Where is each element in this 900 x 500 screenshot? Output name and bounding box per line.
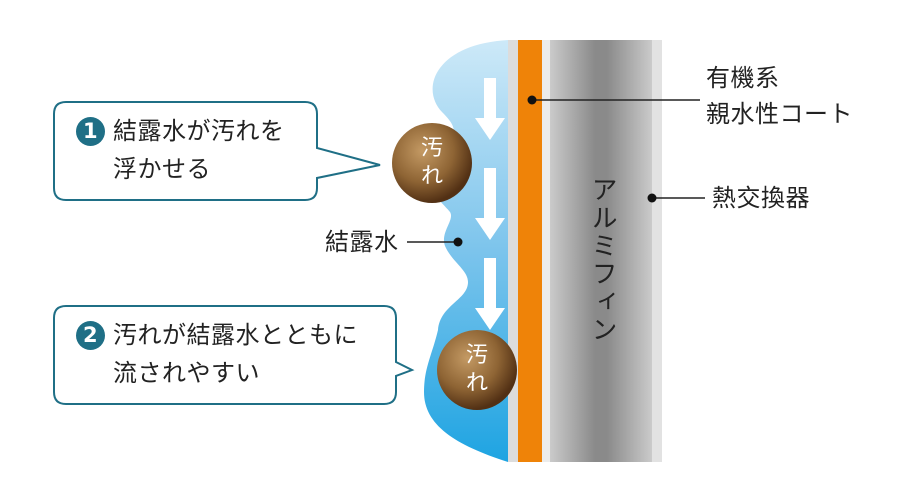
leader-dot-icon	[527, 95, 537, 105]
callout-2-line2: 流されやすい	[113, 359, 260, 387]
heat-exchanger-label: 熱交換器	[712, 184, 810, 212]
down-arrow-icon	[475, 258, 505, 330]
callout-2-text: 2 汚れが結露水とともに 流されやすい	[76, 316, 358, 392]
dirt-label-2: 汚れ	[465, 343, 488, 396]
callout-1-line2: 浮かせる	[113, 155, 211, 183]
fin-gap	[542, 40, 550, 462]
fin-edge-right	[652, 40, 662, 462]
fin-edge-left	[508, 40, 518, 462]
dirt-label-1: 汚れ	[420, 136, 443, 189]
aluminum-fin-label: アルミフィン	[587, 176, 617, 344]
number-circle-icon: 1	[76, 116, 105, 146]
dirt-particle-1	[392, 123, 472, 203]
down-arrow-icon	[475, 78, 505, 140]
dirt-particle-2	[437, 330, 517, 410]
coat-label-line1: 有機系	[706, 64, 780, 92]
coat-label-line2: 親水性コート	[706, 100, 853, 128]
condensation-label: 結露水	[325, 228, 399, 256]
callout-2-line1: 汚れが結露水とともに	[113, 321, 358, 349]
leader-dot-icon	[647, 193, 657, 203]
callout-bubble-1	[53, 101, 381, 201]
leader-dot-icon	[453, 237, 463, 247]
number-circle-icon: 2	[76, 320, 105, 350]
callout-1-line1: 結露水が汚れを	[113, 117, 285, 145]
aluminum-fin	[542, 40, 660, 462]
callout-bubble-2	[53, 305, 415, 405]
callout-1-text: 1 結露水が汚れを 浮かせる	[76, 112, 285, 188]
hydrophilic-coat	[518, 40, 542, 462]
down-arrow-icon	[475, 168, 505, 240]
